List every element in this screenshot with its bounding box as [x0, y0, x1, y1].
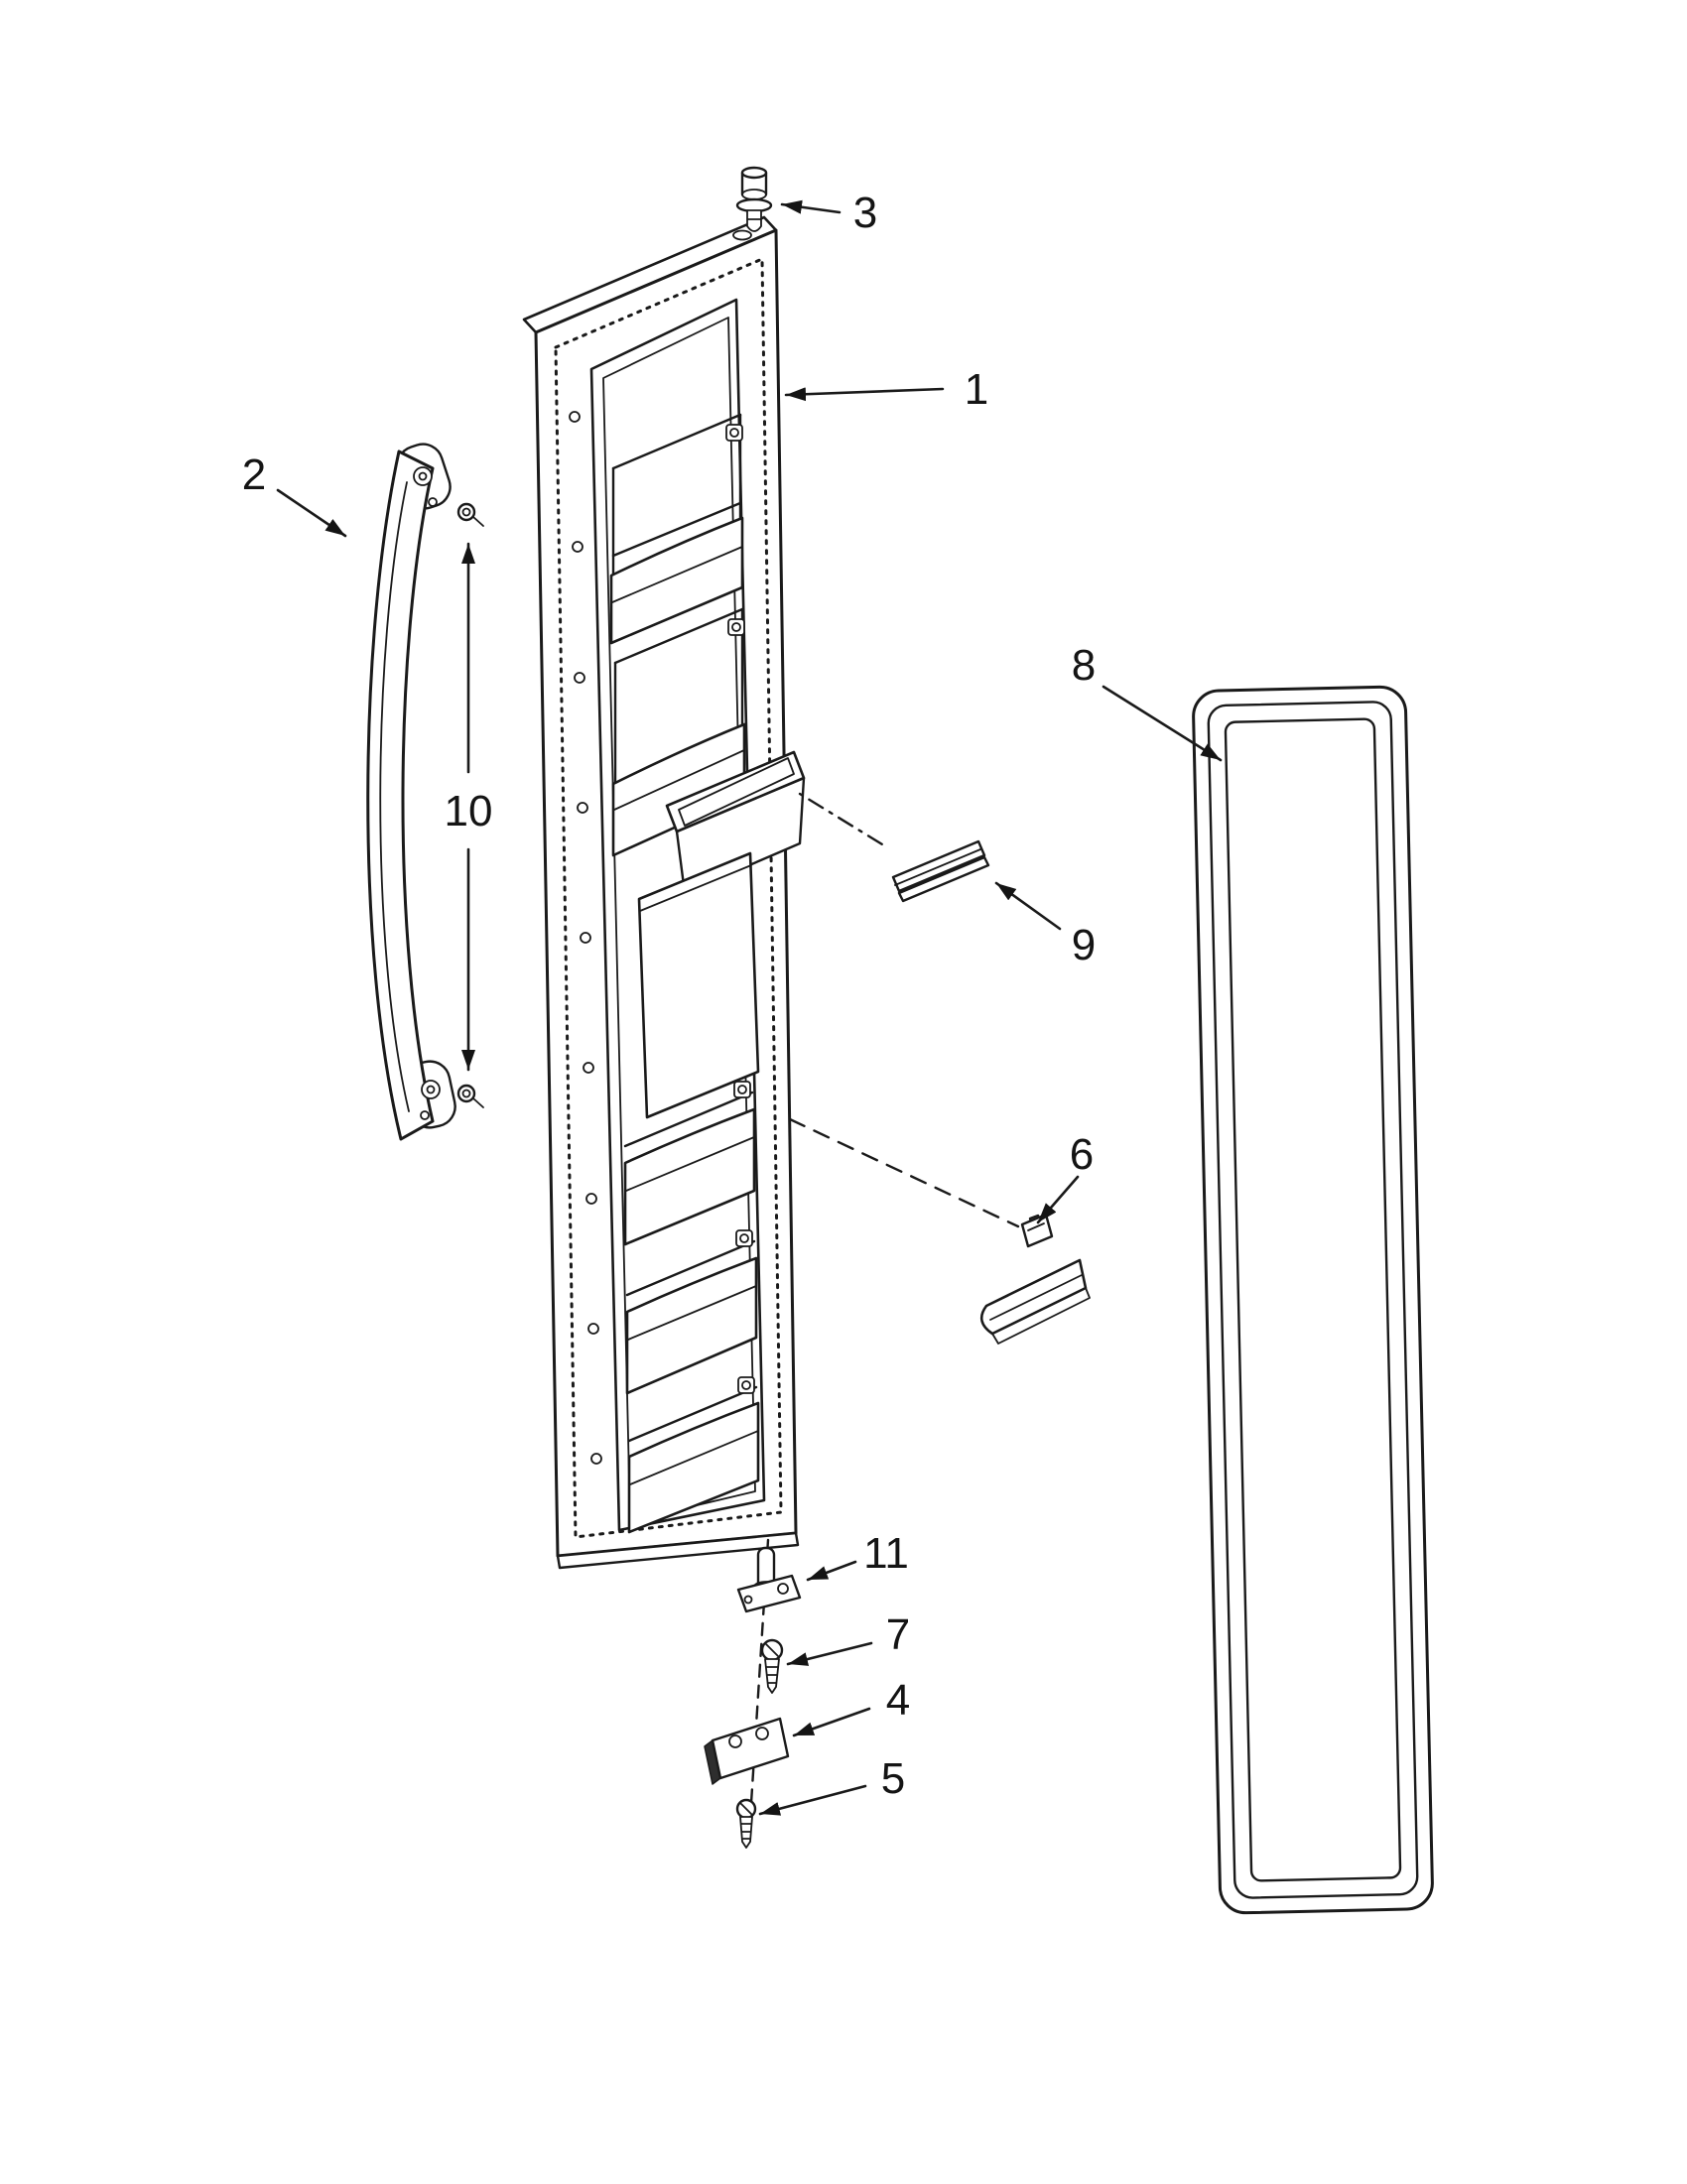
bracket-screw — [735, 1798, 757, 1849]
shelf-retainer-clips — [725, 424, 755, 1394]
top-hinge-pin-screw — [735, 166, 773, 232]
trim-strip — [891, 839, 990, 903]
door-gasket — [1192, 685, 1434, 1915]
callout-10: 10 — [445, 787, 493, 835]
top-hinge-hole — [732, 229, 752, 241]
callout-3: 3 — [780, 189, 877, 237]
callout-label-8: 8 — [1072, 641, 1096, 690]
lower-bin-1 — [623, 1091, 756, 1246]
door-interior-shelves — [609, 413, 806, 1534]
hinge-screw — [760, 1638, 784, 1694]
door-edge-holes — [569, 411, 602, 1465]
ice-chute — [665, 750, 806, 895]
callout-1: 1 — [784, 365, 988, 414]
callout-label-11: 11 — [863, 1529, 909, 1578]
bottom-hinge-pin — [736, 1546, 802, 1613]
upper-bin-1 — [609, 413, 744, 645]
callout-label-7: 7 — [886, 1610, 910, 1659]
callout-label-9: 9 — [1072, 921, 1096, 969]
callout-label-4: 4 — [886, 1676, 910, 1725]
callout-8: 8 — [1072, 641, 1223, 762]
hinge-bracket — [704, 1717, 790, 1785]
callout-11: 11 — [806, 1529, 909, 1582]
callout-4: 4 — [792, 1676, 910, 1737]
callout-9: 9 — [994, 881, 1096, 969]
lower-bin-2 — [625, 1239, 758, 1395]
door-handle — [366, 443, 456, 1141]
callout-label-3: 3 — [853, 189, 877, 237]
callout-7: 7 — [786, 1610, 910, 1666]
callout-label-5: 5 — [881, 1754, 905, 1803]
lower-bin-3 — [627, 1385, 760, 1534]
callouts: 1 2 3 4 5 6 7 8 — [242, 189, 1223, 1816]
door-shelf-rail — [979, 1213, 1091, 1345]
upper-bin-2 — [611, 607, 746, 857]
callout-label-6: 6 — [1070, 1130, 1094, 1179]
callout-6: 6 — [1036, 1130, 1094, 1224]
callout-label-1: 1 — [965, 365, 988, 414]
ice-container-panel — [637, 851, 760, 1119]
callout-5: 5 — [758, 1754, 905, 1816]
callout-2: 2 — [242, 450, 347, 538]
callout-label-2: 2 — [242, 450, 266, 499]
callout-label-10: 10 — [445, 787, 493, 835]
handle-mounting-plugs — [456, 502, 484, 1108]
